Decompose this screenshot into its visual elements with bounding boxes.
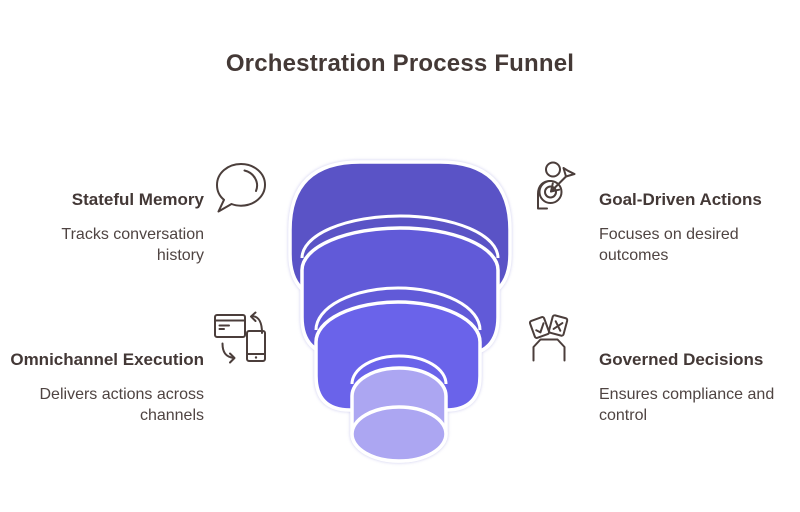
funnel-tier-3-rim (314, 286, 482, 331)
funnel-tier-2-rim (300, 214, 500, 259)
block-desc-line: Delivers actions across (39, 386, 205, 403)
funnel-tier-4-bottom (350, 405, 448, 463)
block-desc-line: channels (139, 407, 204, 424)
block-desc-line: Tracks conversation (61, 226, 204, 243)
block-desc-line: Ensures compliance and (599, 386, 775, 403)
block-heading: Goal-Driven Actions (599, 190, 762, 209)
ballot-box-icon (528, 314, 569, 362)
chat-bubble-icon (216, 163, 266, 213)
funnel-graphic (288, 160, 512, 463)
funnel-tier-4-rim (350, 354, 448, 385)
block-heading: Stateful Memory (71, 190, 204, 209)
block-desc-line: outcomes (599, 247, 669, 264)
block-goal-driven-actions: Goal-Driven Actions Focuses on desired o… (599, 190, 799, 266)
block-heading: Omnichannel Execution (10, 350, 204, 369)
block-omnichannel-execution: Omnichannel Execution Delivers actions a… (4, 350, 204, 426)
block-desc-line: control (599, 407, 648, 424)
devices-sync-icon (214, 311, 266, 364)
block-stateful-memory: Stateful Memory Tracks conversation hist… (4, 190, 204, 266)
block-desc-line: history (156, 247, 204, 264)
person-target-icon (537, 161, 576, 210)
block-desc-line: Focuses on desired (599, 226, 739, 243)
block-heading: Governed Decisions (599, 350, 764, 369)
page-title: Orchestration Process Funnel (225, 50, 575, 77)
block-governed-decisions: Governed Decisions Ensures compliance an… (599, 350, 799, 426)
